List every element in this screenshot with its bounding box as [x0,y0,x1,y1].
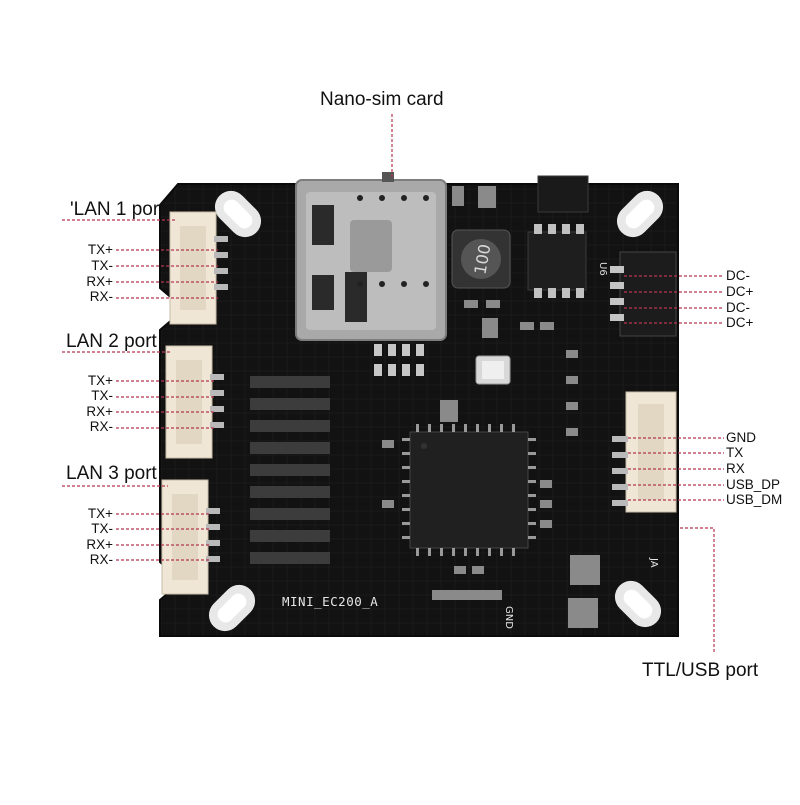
lan1-pin-label: TX+ [87,242,113,257]
ttl-usb-connector [612,391,677,513]
mcu-pins [402,424,536,556]
dc-power-connector [610,251,677,337]
lan3-pin-label: RX- [89,552,113,567]
silkscreen-gnd: GND [503,606,514,629]
lan2-pin-label: RX- [89,419,113,434]
lan3-pin-label: RX+ [86,537,113,552]
lan2-connector [165,345,224,459]
diode [537,175,589,213]
sim-pins [374,344,424,376]
lan1-port-label: 'LAN 1 port [70,199,165,220]
silkscreen-u6: U6 [597,262,608,276]
leader-lines [62,114,724,652]
dc-pin-label: DC+ [726,284,754,299]
crystal-oscillator [475,355,511,385]
lan2-pin-label: RX+ [86,404,113,419]
ttl-pin-label: USB_DP [726,477,781,492]
dc-pin-label: DC- [726,268,750,283]
lan2-pin-label: TX- [91,388,113,403]
lan2-port-label: LAN 2 port [66,331,157,352]
ttl-pin-label: USB_DM [726,492,783,507]
ttl-pin-label: TX [726,445,744,460]
sim-card-slot [295,172,447,341]
ttl-pin-label: GND [726,430,756,445]
silkscreen-ja: JA [648,557,659,568]
nano-sim-card-label: Nano-sim card [320,89,444,110]
lan3-port-label: LAN 3 port [66,463,157,484]
lan2-pin-label: TX+ [87,373,113,388]
ethernet-resistor-array [250,376,330,564]
ttl-usb-port-label: TTL/USB port [642,660,759,681]
dc-pin-label: DC+ [726,315,754,330]
lan3-connector [161,479,220,595]
power-inductor: 100 [451,229,511,289]
silkscreen-model: MINI_EC200_A [282,594,378,609]
lan1-pin-label: RX- [89,289,113,304]
lan1-pin-label: TX- [91,258,113,273]
dc-pin-label: DC- [726,300,750,315]
power-regulator-chip [527,224,587,298]
ttl-pin-label: RX [726,461,745,476]
lan1-pin-label: RX+ [86,274,113,289]
passive-components [382,186,600,628]
lan3-pin-label: TX+ [87,506,113,521]
main-processor-chip [409,431,529,549]
lan3-pin-label: TX- [91,521,113,536]
lan1-connector [169,211,228,325]
